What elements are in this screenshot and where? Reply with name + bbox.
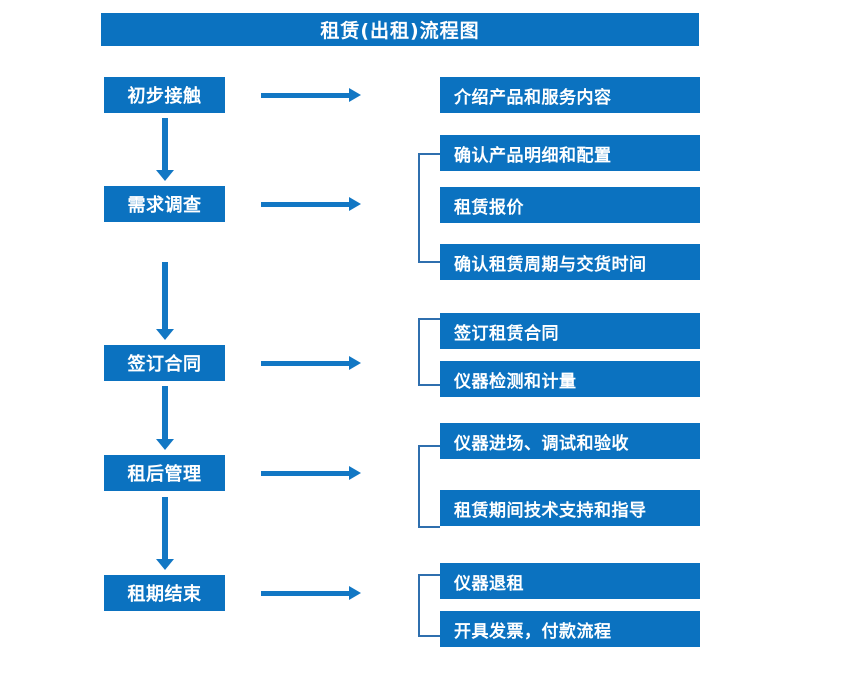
detail-box-g3-1[interactable]: 签订租赁合同 — [440, 313, 700, 349]
detail-box-g5-1[interactable]: 仪器退租 — [440, 563, 700, 599]
horizontal-arrow-icon-3 — [261, 356, 361, 370]
stage-box-initial-contact[interactable]: 初步接触 — [104, 77, 225, 113]
vertical-arrow-icon-2 — [155, 262, 175, 340]
group-bracket-4 — [418, 445, 440, 528]
detail-box-g5-2[interactable]: 开具发票，付款流程 — [440, 611, 700, 647]
vertical-arrow-icon-1 — [155, 118, 175, 181]
horizontal-arrow-icon-4 — [261, 466, 361, 480]
stage-box-needs-survey[interactable]: 需求调查 — [104, 186, 225, 222]
detail-box-g3-2[interactable]: 仪器检测和计量 — [440, 361, 700, 397]
horizontal-arrow-icon-5 — [261, 586, 361, 600]
stage-box-post-rental-management[interactable]: 租后管理 — [104, 455, 225, 491]
detail-box-g4-2[interactable]: 租赁期间技术支持和指导 — [440, 490, 700, 526]
detail-box-g2-3[interactable]: 确认租赁周期与交货时间 — [440, 244, 700, 280]
detail-box-g1-1[interactable]: 介绍产品和服务内容 — [440, 77, 700, 113]
detail-box-g2-1[interactable]: 确认产品明细和配置 — [440, 135, 700, 171]
group-bracket-5 — [418, 574, 440, 637]
horizontal-arrow-icon-1 — [261, 88, 361, 102]
vertical-arrow-icon-4 — [155, 497, 175, 570]
stage-box-sign-contract[interactable]: 签订合同 — [104, 345, 225, 381]
vertical-arrow-icon-3 — [155, 386, 175, 450]
horizontal-arrow-icon-2 — [261, 197, 361, 211]
detail-box-g2-2[interactable]: 租赁报价 — [440, 187, 700, 223]
detail-box-g4-1[interactable]: 仪器进场、调试和验收 — [440, 423, 700, 459]
stage-box-rental-end[interactable]: 租期结束 — [104, 575, 225, 611]
group-bracket-2 — [418, 153, 440, 263]
group-bracket-3 — [418, 318, 440, 386]
diagram-title: 租赁(出租)流程图 — [101, 13, 699, 46]
